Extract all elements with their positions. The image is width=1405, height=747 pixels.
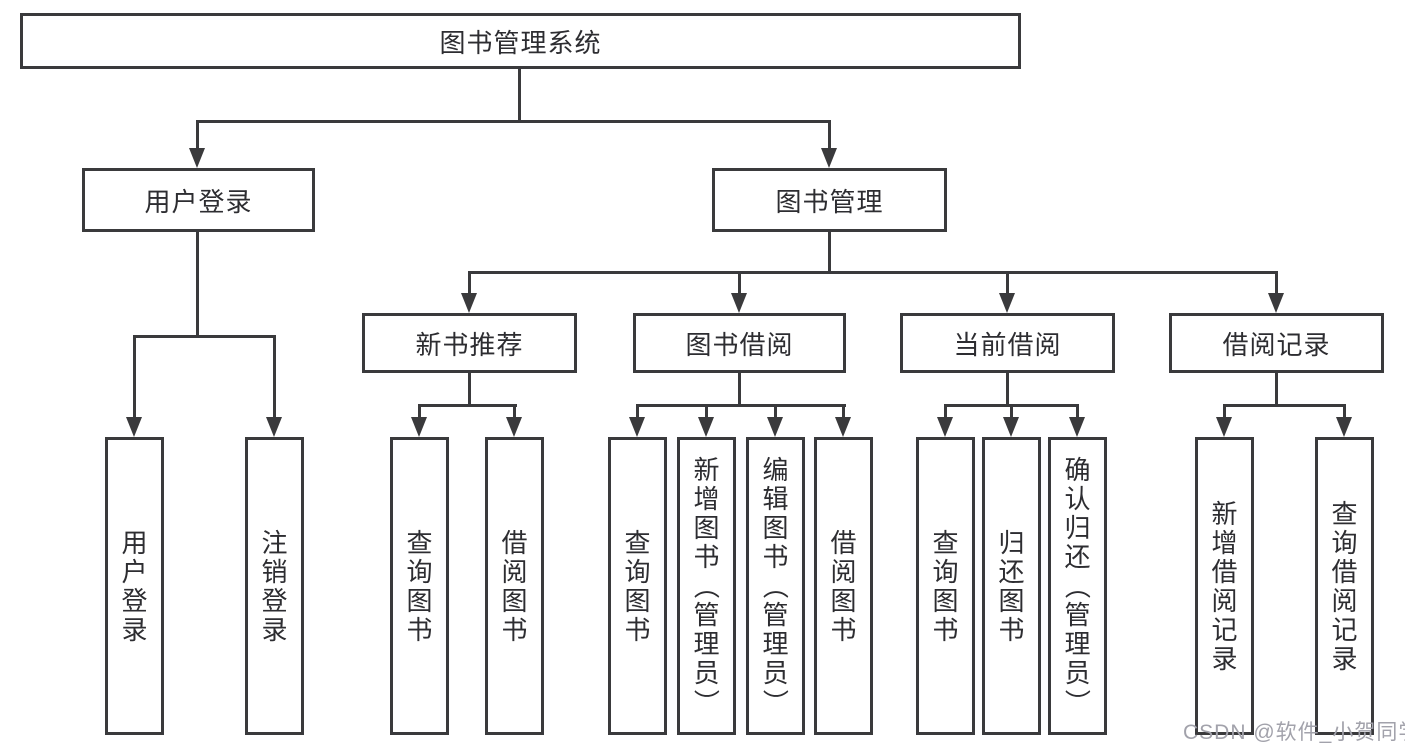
leaf-borrow-books-recommend: 借阅图书: [485, 437, 544, 735]
node-library-management-system: 图书管理系统: [20, 13, 1021, 69]
leaf-query-borrow-record: 查询借阅记录: [1315, 437, 1374, 735]
connector-to-leaf: [1223, 404, 1226, 419]
leaf-label: 查询借阅记录: [1331, 498, 1358, 674]
leaf-edit-book-admin: 编辑图书（管理员）: [746, 437, 805, 735]
connector-to-leaf: [842, 404, 845, 419]
node-label: 当前借阅: [953, 329, 1062, 360]
arrowhead-icon: [629, 417, 645, 437]
connector-to-book-management: [828, 120, 831, 150]
arrowhead-icon: [1216, 417, 1232, 437]
connector-root-rail: [196, 120, 831, 123]
node-book-management: 图书管理: [712, 168, 947, 232]
node-label: 用户登录: [144, 186, 253, 217]
node-book-borrow: 图书借阅: [633, 313, 846, 373]
arrowhead-icon: [126, 417, 142, 437]
arrowhead-icon: [767, 417, 783, 437]
connector-book-management-stub: [828, 232, 831, 274]
node-label: 图书管理系统: [439, 27, 602, 58]
node-label: 图书借阅: [685, 329, 794, 360]
leaf-confirm-return-admin: 确认归还（管理员）: [1048, 437, 1107, 735]
connector-rail: [636, 404, 846, 407]
leaf-borrow-books: 借阅图书: [814, 437, 873, 735]
leaf-label: 查询图书: [932, 527, 959, 645]
connector-stub: [738, 373, 741, 407]
leaf-add-borrow-record: 新增借阅记录: [1195, 437, 1254, 735]
leaf-return-book: 归还图书: [982, 437, 1041, 735]
connector-to-leaf: [774, 404, 777, 419]
connector-to-leaf: [273, 335, 276, 419]
connector-rail: [418, 404, 517, 407]
node-current-borrow: 当前借阅: [900, 313, 1115, 373]
leaf-query-books-recommend: 查询图书: [390, 437, 449, 735]
connector-to-user-login: [196, 120, 199, 150]
connector-stub: [468, 373, 471, 407]
connector-user-login-stub: [196, 232, 199, 338]
connector-to-leaf: [705, 404, 708, 419]
arrowhead-icon: [189, 148, 205, 168]
arrowhead-icon: [835, 417, 851, 437]
connector-to-leaf: [944, 404, 947, 419]
leaf-query-books-current: 查询图书: [916, 437, 975, 735]
arrowhead-icon: [937, 417, 953, 437]
watermark: CSDN @软件_小贺同学: [1183, 721, 1405, 744]
connector-book-management-rail: [468, 271, 1278, 274]
connector-to-current-borrow: [1006, 271, 1009, 295]
leaf-label: 编辑图书（管理员）: [760, 455, 791, 716]
leaf-label: 新增借阅记录: [1211, 498, 1238, 674]
connector-to-new-book: [468, 271, 471, 295]
connector-user-login-rail: [133, 335, 276, 338]
connector-to-leaf: [1343, 404, 1346, 419]
node-label: 图书管理: [775, 186, 884, 217]
connector-to-leaf: [513, 404, 516, 419]
leaf-label: 确认归还（管理员）: [1062, 455, 1093, 716]
arrowhead-icon: [698, 417, 714, 437]
leaf-label: 查询图书: [624, 527, 651, 645]
arrowhead-icon: [731, 293, 747, 313]
leaf-label: 查询图书: [406, 527, 433, 645]
arrowhead-icon: [506, 417, 522, 437]
arrowhead-icon: [1069, 417, 1085, 437]
connector-to-borrow-records: [1275, 271, 1278, 295]
leaf-label: 注销登录: [261, 527, 288, 645]
connector-rail: [1223, 404, 1346, 407]
leaf-logout-login: 注销登录: [245, 437, 304, 735]
leaf-user-login: 用户登录: [105, 437, 164, 735]
connector-to-leaf: [133, 335, 136, 419]
node-label: 新书推荐: [415, 329, 524, 360]
arrowhead-icon: [999, 293, 1015, 313]
node-new-book-recommend: 新书推荐: [362, 313, 577, 373]
arrowhead-icon: [1003, 417, 1019, 437]
connector-to-leaf: [1010, 404, 1013, 419]
leaf-label: 用户登录: [121, 527, 148, 645]
arrowhead-icon: [411, 417, 427, 437]
connector-stub: [1275, 373, 1278, 407]
connector-stub: [1006, 373, 1009, 407]
arrowhead-icon: [821, 148, 837, 168]
arrowhead-icon: [1336, 417, 1352, 437]
node-borrow-records: 借阅记录: [1169, 313, 1384, 373]
connector-to-book-borrow: [738, 271, 741, 295]
leaf-query-books-borrow: 查询图书: [608, 437, 667, 735]
node-label: 借阅记录: [1222, 329, 1331, 360]
node-user-login: 用户登录: [82, 168, 315, 232]
connector-to-leaf: [1076, 404, 1079, 419]
connector-root-stub: [518, 69, 521, 123]
arrowhead-icon: [461, 293, 477, 313]
connector-to-leaf: [418, 404, 421, 419]
connector-to-leaf: [636, 404, 639, 419]
leaf-label: 借阅图书: [501, 527, 528, 645]
leaf-label: 归还图书: [998, 527, 1025, 645]
arrowhead-icon: [266, 417, 282, 437]
leaf-add-book-admin: 新增图书（管理员）: [677, 437, 736, 735]
leaf-label: 新增图书（管理员）: [691, 455, 722, 716]
arrowhead-icon: [1268, 293, 1284, 313]
leaf-label: 借阅图书: [830, 527, 857, 645]
